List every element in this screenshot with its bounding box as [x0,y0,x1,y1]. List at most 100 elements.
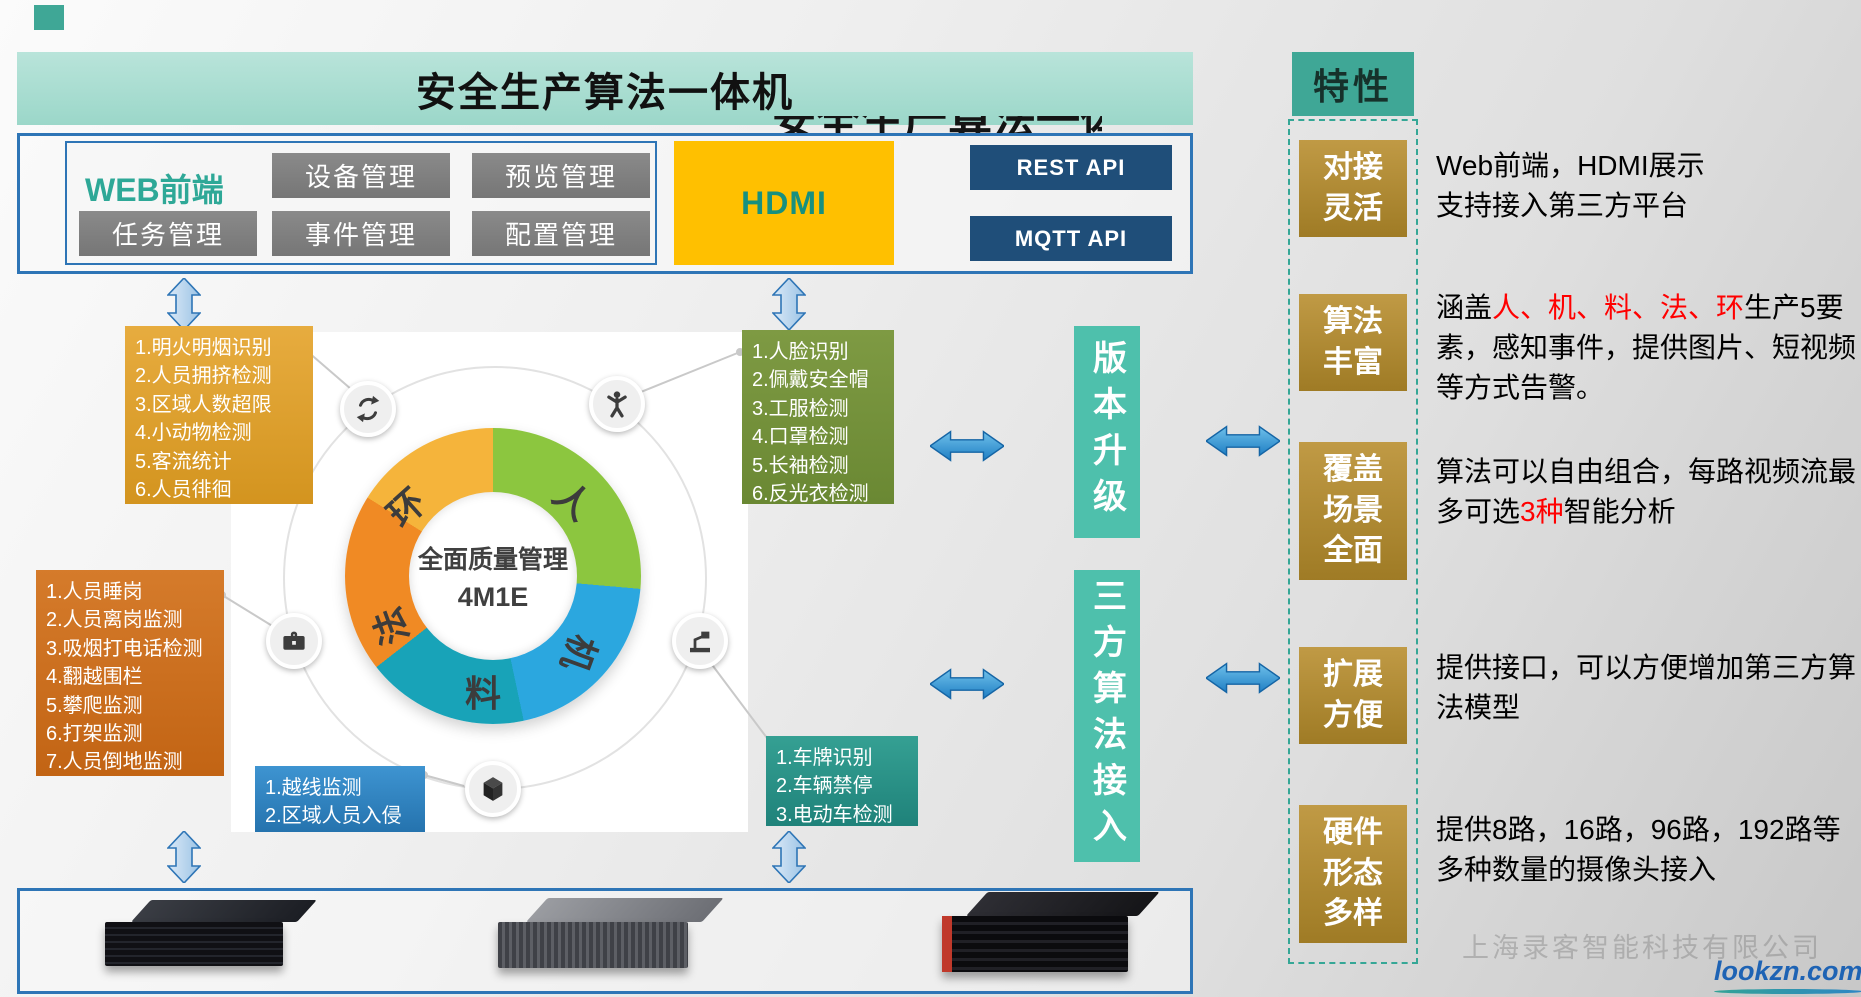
hardware-device-finned [498,898,724,968]
double-arrow-vertical-icon [167,831,201,883]
list-item: 5.客流统计 [135,450,232,473]
core-title: 全面质量管理 [417,545,568,574]
watermark-logo: lookzn.com [1713,956,1861,994]
list-item: 6.打架监测 [46,722,143,745]
list-item: 6.反光衣检测 [752,482,869,505]
desc-part: 算法可以自由组合，每路视频流最多可选 [1436,456,1857,527]
double-arrow-vertical-icon [167,278,201,330]
third-party-access-label: 三方算法接入 [1074,570,1140,862]
algorithm-list-environment: 1.明火明烟识别 2.人员拥挤检测 3.区域人数超限 4.小动物检测 5.客流统计 6.人… [125,326,313,504]
double-arrow-horizontal-icon [930,430,1004,462]
recycle-icon [340,381,396,437]
device-top-face [966,892,1160,916]
desc-part: 支持接入第三方平台 [1436,189,1689,221]
device-front-face [942,916,1128,972]
hdmi-output-box: HDMI [674,141,894,265]
list-item: 1.人脸识别 [752,341,849,363]
list-item: 2.佩戴安全帽 [752,369,869,392]
header-banner: 安全生产算法一体机 [17,52,1193,125]
list-item: 4.口罩检测 [752,426,849,449]
desc-part: Web前端，HDMI展示 [1436,150,1705,181]
module-event-management: 事件管理 [272,211,450,256]
feature-easy-expansion: 扩展方便 [1299,647,1407,744]
hardware-device-small [105,900,317,966]
feature-hardware-variety: 硬件形态多样 [1299,805,1407,943]
desc-part: 人、机、料、法、环 [1492,292,1745,323]
list-item: 1.越线监测 [265,777,362,799]
core-subtitle: 4M1E [457,581,529,612]
list-item: 4.小动物检测 [135,422,252,445]
watermark-logo-underline [1713,989,1861,994]
list-item: 2.人员拥挤检测 [135,365,272,388]
features-dashed-column [1288,119,1418,964]
device-red-accent [942,916,952,972]
list-item: 1.人员睡岗 [46,581,143,603]
list-item: 2.人员离岗监测 [46,609,183,632]
feature-desc-rich-algorithms: 涵盖人、机、料、法、环生产5要素，感知事件，提供图片、短视频等方式告警。 [1436,288,1861,407]
obscured-title-fragment: 安全生产算法一体机 [772,116,1102,134]
double-arrow-vertical-icon [772,278,806,330]
algorithm-list-behavior: 1.人员睡岗 2.人员离岗监测 3.吸烟打电话检测 4.翻越围栏 5.攀爬监测 6.打架监… [36,570,224,776]
list-item: 2.车辆禁停 [776,775,873,798]
page-title: 安全生产算法一体机 [416,70,794,115]
person-icon [589,376,645,432]
device-front-face [105,922,283,966]
list-item: 3.电动车检测 [776,803,893,826]
list-item: 2.区域人员入侵 [265,805,402,828]
device-front-face [498,922,688,968]
list-item: 3.吸烟打电话检测 [46,637,203,660]
cube-icon [465,761,521,817]
list-item: 5.攀爬监测 [46,694,143,717]
corner-accent-square [34,5,64,30]
list-item: 1.车牌识别 [776,747,873,769]
web-frontend-box: WEB前端 设备管理 预览管理 任务管理 事件管理 配置管理 [65,141,657,265]
feature-desc-hardware-variety: 提供8路，16路，96路，192路等多种数量的摄像头接入 [1436,810,1861,890]
web-frontend-label: WEB前端 [85,172,224,208]
toolbox-icon [266,613,322,669]
desc-part: 3种 [1520,495,1564,527]
obscured-title-text: 安全生产算法一体机 [772,116,1102,134]
desc-part: 提供8路，16路，96路，192路等多种数量的摄像头接入 [1436,814,1841,885]
ring-label-material: 料 [465,673,502,714]
list-item: 5.长袖检测 [752,454,849,477]
module-preview-management: 预览管理 [472,153,650,198]
feature-flexible-integration: 对接灵活 [1299,140,1407,237]
algorithm-list-person: 1.人脸识别 2.佩戴安全帽 3.工服检测 4.口罩检测 5.长袖检测 6.反光衣检测 [742,330,894,505]
double-arrow-horizontal-icon [1206,662,1280,694]
feature-full-scene-coverage: 覆盖场景全面 [1299,442,1407,580]
double-arrow-horizontal-icon [1206,425,1280,457]
watermark-company: 上海录客智能科技有限公司 [1462,933,1822,963]
device-top-face [131,900,317,922]
feature-rich-algorithms: 算法丰富 [1299,294,1407,391]
device-top-face [526,898,724,922]
desc-part: 智能分析 [1563,495,1676,527]
feature-desc-easy-expansion: 提供接口，可以方便增加第三方算法模型 [1436,648,1861,728]
algorithm-list-vehicle: 1.车牌识别 2.车辆禁停 3.电动车检测 [766,736,918,826]
list-item: 7.人员倒地监测 [46,751,183,774]
module-device-management: 设备管理 [272,153,450,198]
list-item: 4.翻越围栏 [46,666,143,689]
algorithm-list-area: 1.越线监测 2.区域人员入侵 [255,766,425,832]
module-config-management: 配置管理 [472,211,650,256]
rest-api-box: REST API [970,145,1172,190]
desc-part: 提供接口，可以方便增加第三方算法模型 [1436,652,1857,723]
desc-part: 生产5要素，感知事件，提供图片、短视频等方式告警。 [1436,292,1857,403]
software-interface-panel: WEB前端 设备管理 预览管理 任务管理 事件管理 配置管理 HDMI REST… [17,133,1193,274]
double-arrow-vertical-icon [772,831,806,883]
feature-desc-full-scene-coverage: 算法可以自由组合，每路视频流最多可选3种智能分析 [1436,452,1861,532]
desc-part: 涵盖 [1436,292,1493,323]
mqtt-api-box: MQTT API [970,216,1172,261]
feature-desc-flexible-integration: Web前端，HDMI展示支持接入第三方平台 [1436,146,1861,226]
list-item: 3.区域人数超限 [135,393,272,416]
list-item: 3.工服检测 [752,397,849,420]
watermark-logo-text: lookzn.com [1714,956,1861,986]
machine-icon [672,613,728,669]
double-arrow-horizontal-icon [930,668,1004,700]
features-header: 特性 [1292,52,1414,116]
version-upgrade-label: 版本升级 [1074,326,1140,538]
list-item: 1.明火明烟识别 [135,337,272,359]
hardware-device-rack [942,892,1160,972]
list-item: 6.人员徘徊 [135,478,232,501]
module-task-management: 任务管理 [79,211,257,256]
